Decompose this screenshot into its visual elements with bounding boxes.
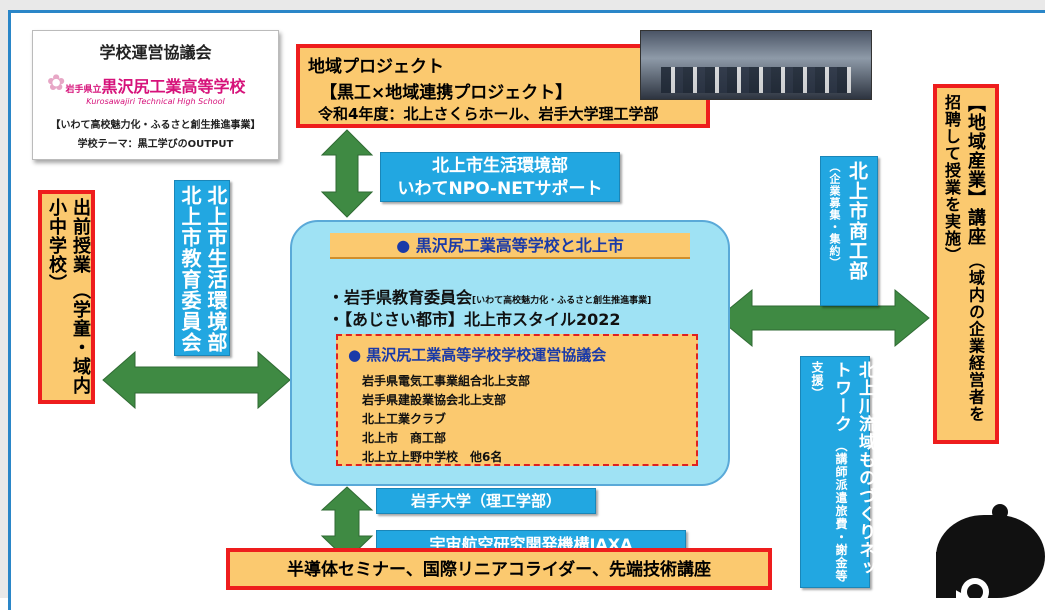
regional-project-subtitle: 【黒工×地域連携プロジェクト】 <box>320 83 573 103</box>
sakura-icon: ✿ <box>47 71 66 96</box>
regional-project-detail: 令和4年度：北上さくらホール、岩手大学理工学部 <box>318 105 659 123</box>
iwate-univ-box: 岩手大学（理工学部） <box>376 488 596 514</box>
industry-lecture-sub: （域内の企業経営者を招聘して授業を実施） <box>942 94 985 423</box>
center-line1: ・岩手県教育委員会[いわて高校魅力化・ふるさと創生推進事業] <box>328 288 652 307</box>
member-item: 北上市 商工部 <box>362 431 447 445</box>
education-board-text: 北上市生活環境部 北上市教育委員会 <box>178 185 228 353</box>
outreach-title: 出前授業 <box>70 198 91 274</box>
left-bar <box>0 0 8 598</box>
member-item: 北上工業クラブ <box>362 412 447 426</box>
center-line1-note: [いわて高校魅力化・ふるさと創生推進事業] <box>472 296 652 306</box>
school-council-card: 学校運営協議会 ✿ 岩手県立黒沢尻工業高等学校 Kurosawajiri Tec… <box>32 30 279 160</box>
council-members-header: ● 黒沢尻工業高等学校学校運営協議会 <box>348 346 607 364</box>
diagram-frame <box>8 10 1045 610</box>
network-title: 北上川流域ものづくりネットワーク <box>831 361 875 577</box>
school-name: 岩手県立黒沢尻工業高等学校 <box>65 77 246 96</box>
commerce-title: 北上市商工部 <box>846 161 868 281</box>
gear-illustration <box>936 504 1045 598</box>
school-english-name: Kurosawajiri Technical High School <box>86 97 225 106</box>
member-item: 岩手県電気工事業組合北上支部 <box>362 374 531 388</box>
environment-dept-box: 北上市生活環境部 いわてNPO-NETサポート <box>380 152 620 202</box>
arrow-right-horizontal <box>717 288 930 348</box>
commerce-sub: （企業募集・集約） <box>828 161 841 269</box>
environment-dept-line1: 北上市生活環境部 <box>432 156 568 176</box>
arrow-left-horizontal <box>102 350 291 410</box>
council-members-box: ● 黒沢尻工業高等学校学校運営協議会 岩手県電気工事業組合北上支部 岩手県建設業… <box>336 334 698 466</box>
commerce-dept-box: 北上市商工部 （企業募集・集約） <box>820 156 878 306</box>
network-box: 北上川流域ものづくりネットワーク （講師派遣旅費・謝金等支援） <box>800 356 875 588</box>
education-board-box: 北上市生活環境部 北上市教育委員会 <box>174 180 230 356</box>
member-item: 岩手県建設業協会北上支部 <box>362 393 507 407</box>
council-theme: 学校テーマ：黒工学びのOUTPUT <box>77 139 234 150</box>
council-project: 【いわて高校魅力化・ふるさと創生推進事業】 <box>50 120 261 131</box>
industry-lecture-box: 【地域産業】講座 （域内の企業経営者を招聘して授業を実施） <box>933 84 999 444</box>
regional-project-title: 地域プロジェクト <box>308 57 444 77</box>
outreach-sub: （学童・域内小中学校） <box>46 198 91 396</box>
council-title: 学校運営協議会 <box>99 43 212 62</box>
arrow-top-vertical <box>320 129 374 218</box>
group-photo <box>640 30 872 100</box>
industry-lecture-title: 【地域産業】講座 <box>965 94 986 246</box>
member-item: 北上立上野中学校 他6名 <box>362 450 503 464</box>
environment-dept-line2: いわてNPO-NETサポート <box>397 179 603 199</box>
center-line2: ・【あじさい都市】北上市スタイル2022 <box>328 310 621 329</box>
seminar-box: 半導体セミナー、国際リニアコライダー、先端技術講座 <box>226 548 772 590</box>
outreach-box: 出前授業 （学童・域内小中学校） <box>38 190 95 404</box>
top-bar <box>0 0 1045 10</box>
network-sub: （講師派遣旅費・謝金等支援） <box>810 361 848 583</box>
center-header: ● 黒沢尻工業高等学校と北上市 <box>330 233 690 259</box>
